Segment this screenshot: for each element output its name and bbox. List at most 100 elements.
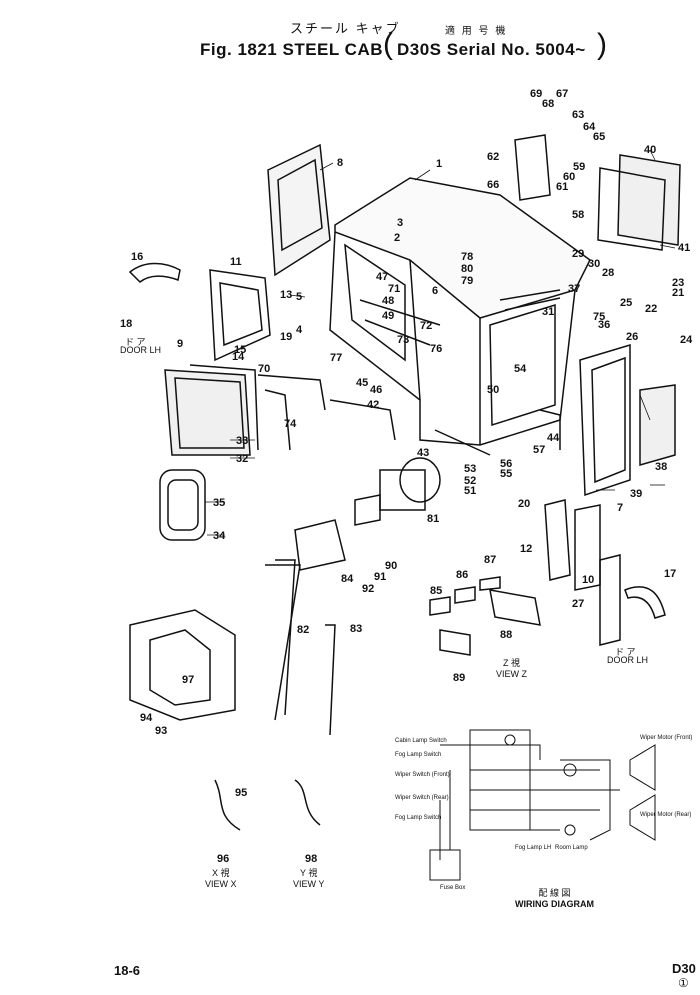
- part-number-25: 25: [620, 297, 632, 309]
- part-number-16: 16: [131, 251, 143, 263]
- view-y: VIEW Y: [293, 879, 325, 889]
- wiring-title: 配 線 図 WIRING DIAGRAM: [515, 888, 594, 910]
- part-number-59: 59: [573, 161, 585, 173]
- part-number-84: 84: [341, 573, 354, 585]
- part-number-89: 89: [453, 672, 465, 684]
- part-number-36: 36: [598, 319, 610, 331]
- rail-44: [539, 409, 561, 450]
- part-number-92: 92: [362, 583, 374, 595]
- view-x-jp: X 視: [212, 868, 230, 878]
- part-number-14: 14: [232, 351, 245, 363]
- part-number-3: 3: [397, 217, 403, 229]
- part-number-85: 85: [430, 585, 442, 597]
- part-number-69: 69: [530, 88, 542, 100]
- part-number-93: 93: [155, 725, 167, 737]
- part-number-88: 88: [500, 629, 512, 641]
- part-number-27: 27: [572, 598, 584, 610]
- part-number-1: 1: [436, 158, 442, 170]
- part-number-5: 5: [296, 291, 302, 303]
- part-number-45: 45: [356, 377, 368, 389]
- part-number-53: 53: [464, 463, 476, 475]
- part-number-24: 24: [680, 334, 693, 346]
- part-number-6: 6: [432, 285, 438, 297]
- door-frame-part-8: [267, 143, 331, 277]
- part-number-58: 58: [572, 209, 584, 221]
- part-number-87: 87: [484, 554, 496, 566]
- part-number-9: 9: [177, 338, 183, 350]
- wiring-label-wiper-switch-rear: Wiper Switch (Rear): [395, 795, 449, 801]
- part-number-7: 7: [617, 502, 623, 514]
- part-number-21: 21: [672, 287, 684, 299]
- part-number-98: 98: [305, 853, 317, 865]
- part-number-22: 22: [645, 303, 657, 315]
- part-number-82: 82: [297, 624, 309, 636]
- rail-74: [264, 389, 291, 451]
- part-number-28: 28: [602, 267, 614, 279]
- part-number-26: 26: [626, 331, 638, 343]
- wiring-label-fog-lamp-switch: Fog Lamp Switch: [395, 752, 442, 758]
- wiring-label-wiper-motor-rear: Wiper Motor (Rear): [640, 812, 692, 818]
- rail-43: [434, 429, 491, 456]
- part-number-57: 57: [533, 444, 545, 456]
- wiper-motor: [354, 457, 441, 526]
- wiring-label-fog-lamp-switch-2: Fog Lamp Switch: [395, 815, 442, 821]
- part-number-55: 55: [500, 468, 512, 480]
- view-z-label: Z 視 VIEW Z: [496, 658, 527, 680]
- part-number-86: 86: [456, 569, 468, 581]
- wiring-label-wiper-motor-front: Wiper Motor (Front): [640, 735, 693, 741]
- part-number-62: 62: [487, 151, 499, 163]
- part-number-79: 79: [461, 275, 473, 287]
- right-paren: ): [597, 28, 607, 61]
- left-paren: (: [383, 28, 393, 61]
- upper-right-window: [597, 154, 681, 251]
- part-number-80: 80: [461, 263, 473, 275]
- figure-title: Fig. 1821 STEEL CAB: [200, 40, 384, 59]
- part-number-67: 67: [556, 88, 568, 100]
- part-number-97: 97: [182, 674, 194, 686]
- part-number-33: 33: [236, 435, 248, 447]
- part-number-38: 38: [655, 461, 667, 473]
- part-number-10: 10: [582, 574, 594, 586]
- wiring-label-fuse-box: Fuse Box: [440, 885, 466, 891]
- right-door-plates: [544, 499, 621, 646]
- part-number-51: 51: [464, 485, 476, 497]
- wiring-title-jp: 配 線 図: [538, 888, 571, 898]
- part-number-83: 83: [350, 623, 362, 635]
- view-z: VIEW Z: [496, 669, 527, 679]
- wiring-title-en: WIRING DIAGRAM: [515, 899, 594, 909]
- view-z-jp: Z 視: [503, 658, 520, 668]
- rear-glass: [159, 469, 206, 541]
- revision-mark: ①: [678, 976, 689, 990]
- part-number-78: 78: [461, 251, 473, 263]
- part-number-42: 42: [367, 399, 379, 411]
- part-number-18: 18: [120, 318, 132, 330]
- cab-body: [329, 177, 591, 446]
- part-number-70: 70: [258, 363, 270, 375]
- part-number-48: 48: [382, 295, 394, 307]
- part-number-73: 73: [397, 334, 409, 346]
- part-number-74: 74: [284, 418, 297, 430]
- part-number-8: 8: [337, 157, 343, 169]
- part-number-56: 56: [500, 458, 512, 470]
- part-number-65: 65: [593, 131, 605, 143]
- part-number-46: 46: [370, 384, 382, 396]
- part-number-29: 29: [572, 248, 584, 260]
- japanese-title: スチール キャブ: [290, 21, 401, 36]
- part-number-41: 41: [678, 242, 690, 254]
- view-y-jp: Y 視: [300, 868, 318, 878]
- part-number-96: 96: [217, 853, 229, 865]
- right-handle: [624, 586, 666, 619]
- page-number: 18-6: [114, 963, 141, 978]
- part-number-32: 32: [236, 453, 248, 465]
- part-number-40: 40: [644, 144, 656, 156]
- serial-number: D30S Serial No. 5004~: [397, 40, 586, 59]
- door-lh-left-jp: ド ア: [125, 337, 146, 347]
- part-number-64: 64: [583, 121, 596, 133]
- part-number-66: 66: [487, 179, 499, 191]
- door-lh-right-jp: ド ア: [615, 647, 636, 657]
- part-number-94: 94: [140, 712, 153, 724]
- wiring-label-wiper-switch-front: Wiper Switch (Front): [395, 772, 450, 778]
- door-lh-right-label: DOOR LH: [607, 655, 649, 665]
- part-number-23: 23: [672, 277, 684, 289]
